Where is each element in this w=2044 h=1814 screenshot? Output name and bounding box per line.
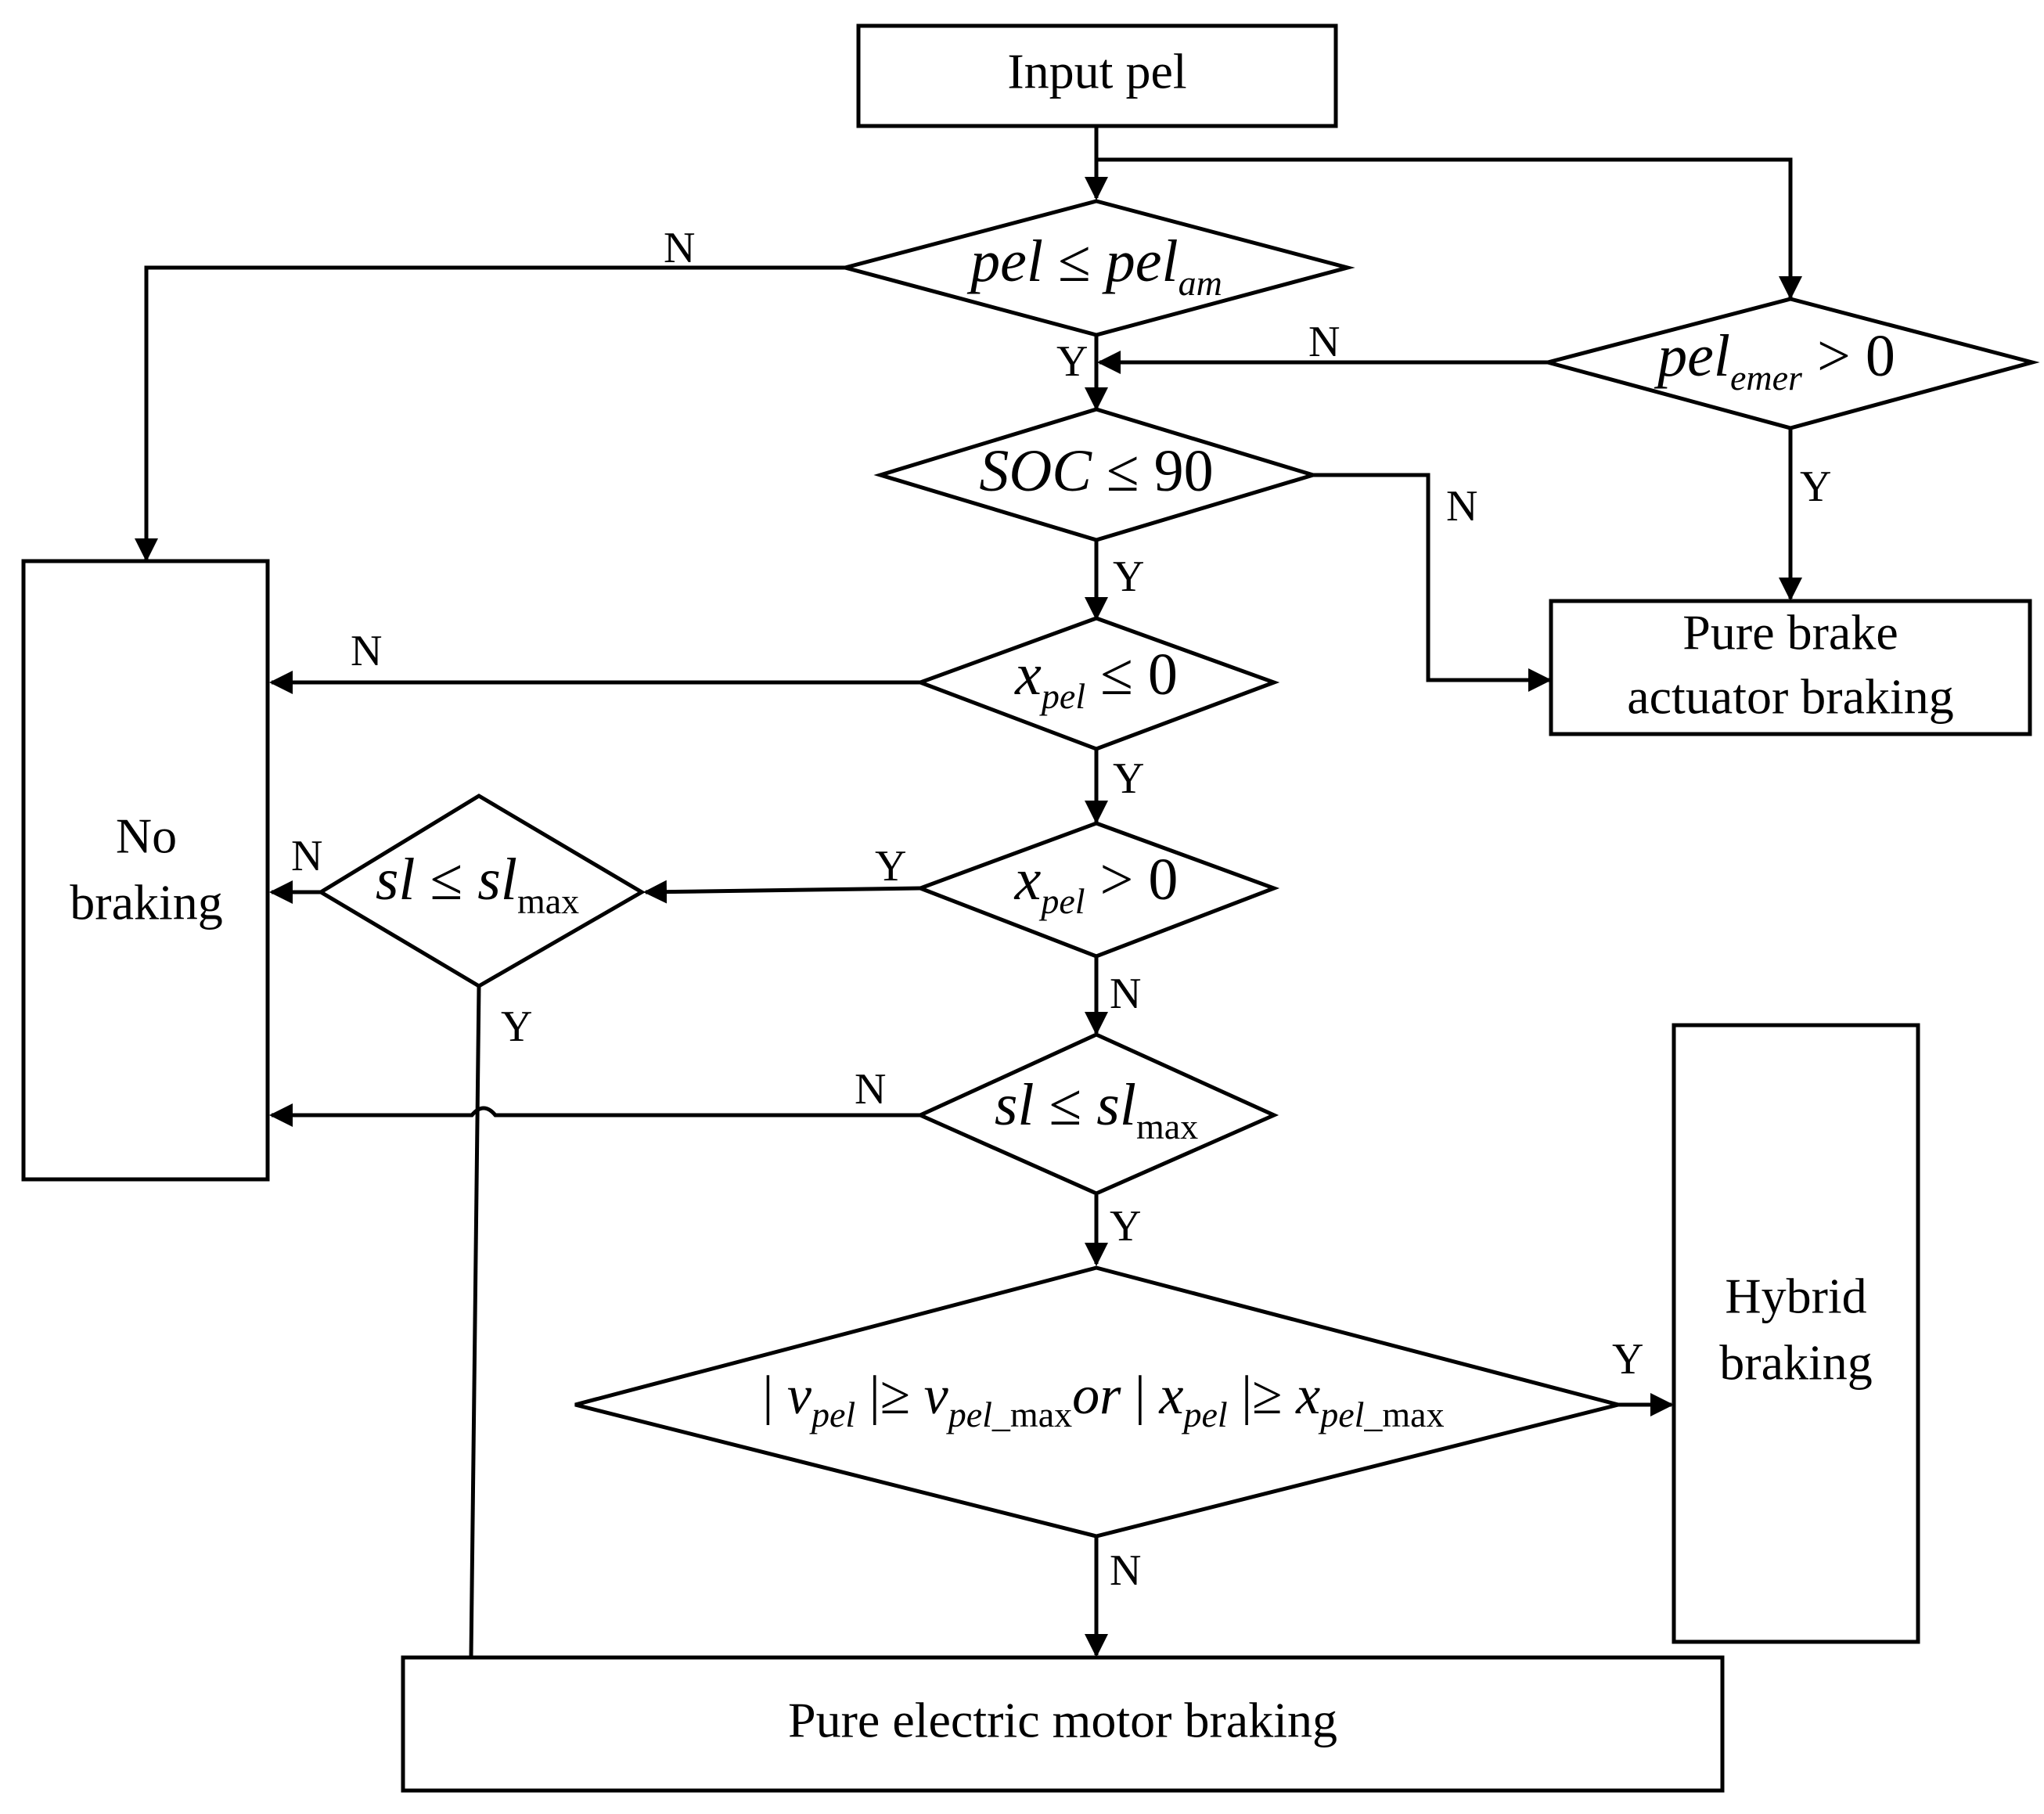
- sl-center-operator: ≤: [1035, 1072, 1097, 1138]
- emer-lhs-subscript: emer: [1730, 358, 1803, 398]
- x1-yes-label: Y: [1113, 754, 1144, 803]
- sl-left-operator: ≤: [416, 847, 478, 912]
- final-bar3: |: [1121, 1366, 1159, 1426]
- svg-text:pelemer > 0: pelemer > 0: [1654, 323, 1895, 397]
- sl-center-rhs: sl: [1096, 1072, 1136, 1138]
- hybrid-braking-box: Hybrid braking: [1672, 1023, 1920, 1644]
- final-bar1: |: [762, 1366, 787, 1426]
- sl-left-lhs: sl: [376, 847, 416, 912]
- emer-no-label: N: [1308, 318, 1340, 366]
- final-v1: v: [787, 1366, 812, 1426]
- decision-x-pel-le-0: xpel ≤ 0: [914, 616, 1280, 751]
- edge-input-to-emer: [1096, 157, 1802, 300]
- svg-text:sl ≤ slmax: sl ≤ slmax: [376, 847, 579, 920]
- sl-center-yes-label: Y: [1110, 1202, 1141, 1251]
- input-box: Input pel: [856, 23, 1338, 128]
- emer-yes-label: Y: [1800, 462, 1831, 511]
- final-x1-subscript: pel: [1181, 1395, 1227, 1434]
- soc-lhs: SOC: [979, 438, 1092, 504]
- final-x1: x: [1158, 1366, 1183, 1426]
- hybrid-label-line1: Hybrid: [1725, 1269, 1866, 1324]
- connectors: [135, 126, 1802, 1657]
- soc-yes-label: Y: [1113, 552, 1144, 601]
- sl-center-lhs: sl: [995, 1072, 1035, 1138]
- decision-sl-le-sl-max-center: sl ≤ slmax: [915, 1032, 1279, 1196]
- sl-left-no-label: N: [291, 832, 322, 880]
- edge-soc-no-to-pure-brake: [1313, 473, 1552, 692]
- d1-no-label: N: [664, 224, 695, 272]
- final-x2-subscript: pel: [1318, 1395, 1364, 1434]
- svg-text:SOC ≤ 90: SOC ≤ 90: [979, 438, 1213, 504]
- no-braking-box: No braking: [21, 559, 270, 1182]
- edge-d1-no-to-no-braking: [135, 265, 845, 562]
- sl-center-no-label: N: [855, 1065, 886, 1114]
- sl-left-rhs-subscript: max: [517, 881, 579, 921]
- input-label: Input pel: [1007, 44, 1186, 99]
- decision-sl-le-sl-max-left: sl ≤ slmax: [317, 794, 646, 988]
- no-braking-label-line1: No: [116, 808, 177, 864]
- pure-brake-label-line1: Pure brake: [1682, 605, 1898, 660]
- final-x2: x: [1295, 1366, 1320, 1426]
- emer-rhs: > 0: [1802, 323, 1895, 389]
- svg-text:xpel > 0: xpel > 0: [1014, 847, 1179, 920]
- pure-brake-actuator-box: Pure brake actuator braking: [1549, 599, 2032, 736]
- svg-text:pel ≤ pelam: pel ≤ pelam: [966, 229, 1222, 302]
- final-yes-label: Y: [1612, 1335, 1643, 1384]
- x1-no-label: N: [351, 627, 382, 675]
- pure-brake-label-line2: actuator braking: [1627, 669, 1954, 725]
- d1-yes-label: Y: [1056, 337, 1088, 386]
- svg-text:| vpel |≥ vpel_maxor | xpel |≥: | vpel |≥ vpel_maxor | xpel |≥ xpel_max: [762, 1366, 1444, 1434]
- svg-text:xpel ≤ 0: xpel ≤ 0: [1014, 642, 1178, 715]
- final-bar4: |≥: [1228, 1366, 1296, 1426]
- x2-rhs: > 0: [1085, 847, 1179, 912]
- emer-lhs: pel: [1654, 323, 1730, 389]
- x1-lhs: x: [1014, 642, 1042, 707]
- final-v1-subscript: pel: [809, 1395, 855, 1434]
- soc-no-label: N: [1446, 482, 1477, 531]
- decision-v-or-x-exceeds-max: | vpel |≥ vpel_maxor | xpel |≥ xpel_max: [574, 1265, 1619, 1539]
- final-v2: v: [924, 1366, 949, 1426]
- d1-operator: ≤: [1043, 229, 1106, 294]
- hybrid-label-line2: braking: [1719, 1335, 1873, 1391]
- x2-lhs-subscript: pel: [1038, 881, 1085, 921]
- branch-labels: N Y N Y N Y N Y Y N N Y N Y Y N: [291, 224, 1831, 1595]
- sl-left-yes-label: Y: [501, 1002, 532, 1051]
- decision-pel-emer-gt-0: pelemer > 0: [1540, 297, 2040, 430]
- soc-rhs: ≤ 90: [1092, 438, 1214, 504]
- edge-sl-left-yes-to-pure-electric: [469, 985, 481, 1657]
- final-v2-subscript-max: _max: [991, 1395, 1072, 1434]
- x2-yes-label: Y: [875, 842, 906, 891]
- sl-left-rhs: sl: [477, 847, 517, 912]
- pure-electric-label: Pure electric motor braking: [788, 1693, 1337, 1748]
- decision-pel-le-pel-am: pel ≤ pelam: [837, 199, 1355, 337]
- final-v2-subscript: pel: [946, 1395, 992, 1434]
- x1-lhs-subscript: pel: [1039, 676, 1085, 716]
- x1-rhs: ≤ 0: [1085, 642, 1178, 707]
- final-bar2: |≥: [855, 1366, 923, 1426]
- final-no-label: N: [1110, 1546, 1141, 1595]
- final-or: or: [1072, 1366, 1121, 1426]
- d1-rhs: pel: [1102, 229, 1179, 294]
- edge-sl-center-no-to-no-braking: [269, 1103, 920, 1127]
- d1-rhs-subscript: am: [1179, 263, 1222, 303]
- x2-no-label: N: [1110, 970, 1141, 1018]
- d1-lhs: pel: [966, 229, 1043, 294]
- decision-soc-le-90: SOC ≤ 90: [873, 407, 1320, 542]
- decision-x-pel-gt-0: xpel > 0: [914, 821, 1280, 959]
- pure-electric-motor-box: Pure electric motor braking: [401, 1655, 1725, 1793]
- svg-text:sl ≤ slmax: sl ≤ slmax: [995, 1072, 1198, 1146]
- sl-center-rhs-subscript: max: [1136, 1107, 1198, 1146]
- x2-lhs: x: [1014, 847, 1042, 912]
- edge-x2-yes-to-sl-left: [643, 880, 921, 904]
- no-braking-label-line2: braking: [70, 875, 223, 930]
- final-x2-subscript-max: _max: [1363, 1395, 1444, 1434]
